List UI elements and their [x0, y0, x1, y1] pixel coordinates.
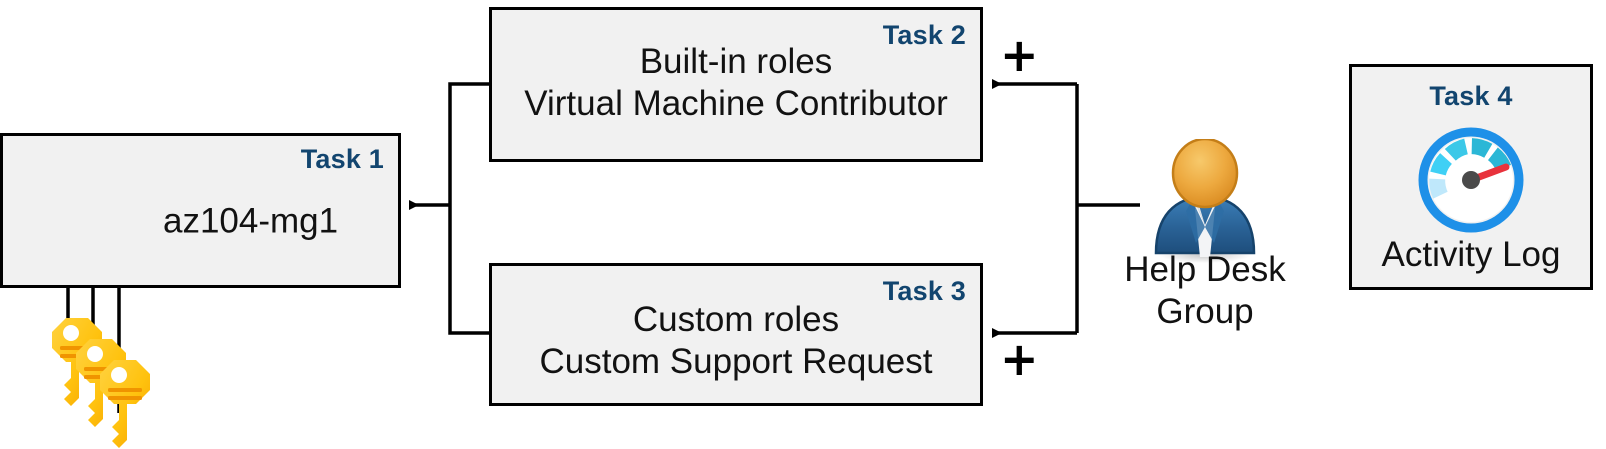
plus-task3-icon: +	[1000, 332, 1039, 386]
helpdesk-label-line2: Group	[1156, 292, 1254, 331]
task-box-task4[interactable]: Task 4 Activity Log	[1349, 64, 1593, 290]
helpdesk-label-line1: Help Desk	[1124, 250, 1286, 289]
task1-text: az104-mg1	[163, 201, 339, 241]
task-box-task3[interactable]: Task 3 Custom roles Custom Support Reque…	[489, 263, 983, 406]
task4-text: Activity Log	[1381, 235, 1561, 274]
connector-task3-to-task1	[448, 205, 489, 335]
task4-label: Task 4	[1429, 81, 1513, 111]
plus-task2-icon: +	[1000, 28, 1039, 82]
task1-label: Task 1	[300, 144, 384, 174]
task-box-task1[interactable]: Task 1 az104-mg1	[0, 133, 401, 288]
user-group-icon	[1154, 139, 1256, 263]
task3-line2: Custom Support Request	[539, 342, 933, 381]
activity-log-gauge-icon	[1418, 127, 1524, 233]
connector-task2-to-task1	[448, 82, 489, 205]
task2-line1: Built-in roles	[639, 42, 833, 81]
keys-icon	[52, 318, 150, 448]
task3-line1: Custom roles	[632, 300, 840, 339]
task2-label: Task 2	[882, 20, 966, 50]
task2-line2: Virtual Machine Contributor	[524, 84, 948, 123]
key-3	[100, 360, 150, 448]
task3-label: Task 3	[882, 276, 966, 306]
task-box-task2[interactable]: Task 2 Built-in roles Virtual Machine Co…	[489, 7, 983, 162]
management-group-icon	[3, 136, 97, 234]
